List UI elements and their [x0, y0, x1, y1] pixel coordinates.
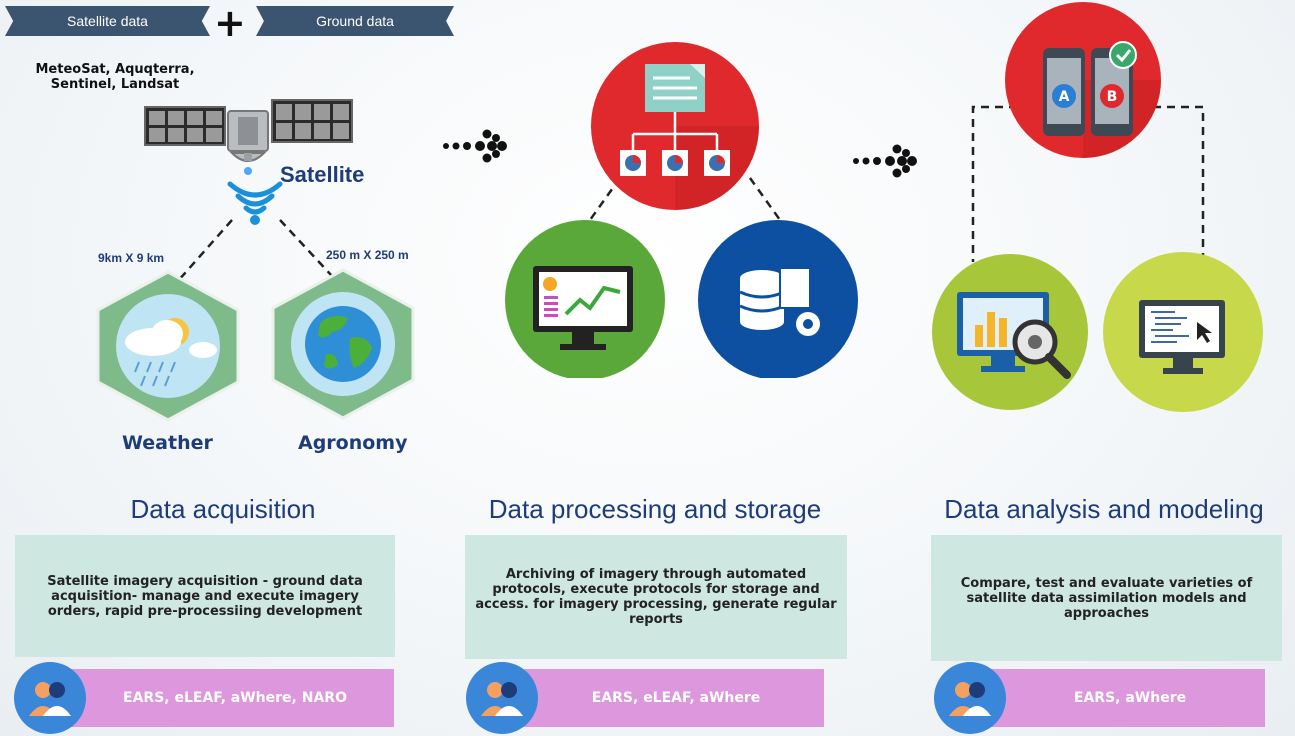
weather-hexagon: [96, 270, 240, 422]
database-gear-icon: [698, 220, 858, 378]
satellite-icon: [144, 99, 353, 175]
acquisition-description-text: Satellite imagery acquisition - ground d…: [47, 573, 363, 619]
option-a-label: A: [1059, 89, 1070, 105]
option-b-label: B: [1107, 89, 1118, 105]
monitor-chart-icon: [505, 220, 665, 378]
ground-data-ribbon: Ground data: [256, 6, 454, 36]
satellite-data-ribbon: Satellite data: [5, 6, 210, 36]
weather-label: Weather: [122, 432, 213, 454]
agronomy-resolution: 250 m X 250 m: [326, 248, 409, 262]
sources-line-2: Sentinel, Landsat: [50, 77, 180, 92]
ab-test-icon: [1005, 2, 1161, 158]
acquisition-partners: EARS, eLEAF, aWhere, NARO: [56, 669, 394, 727]
satellite-sources: MeteoSat, Aquqterra, Sentinel, Landsat: [15, 62, 215, 92]
analysis-description-text: Compare, test and evaluate varieties of …: [960, 575, 1253, 621]
acquisition-title: Data acquisition: [130, 494, 316, 524]
globe-icon: [305, 306, 381, 382]
flow-arrow-2-icon: [853, 144, 917, 178]
sources-line-1: MeteoSat, Aquqterra,: [35, 62, 195, 77]
processing-graphic: [505, 42, 858, 378]
processing-title: Data processing and storage: [488, 494, 822, 524]
flow-arrow-1-icon: [443, 129, 507, 163]
weather-resolution: 9km X 9 km: [98, 251, 165, 265]
code-monitor-icon: [1103, 252, 1263, 412]
ground-data-label: Ground data: [316, 13, 394, 29]
processing-people-icon: [466, 662, 538, 734]
analysis-graphic: A B: [932, 2, 1263, 412]
acquisition-description: Satellite imagery acquisition - ground d…: [15, 535, 395, 657]
processing-partners: EARS, eLEAF, aWhere: [508, 669, 824, 727]
analysis-description: Compare, test and evaluate varieties of …: [931, 535, 1282, 661]
satellite-label: Satellite: [280, 162, 365, 187]
signal-waves-icon: [227, 181, 283, 225]
analysis-partners-text: EARS, aWhere: [1073, 690, 1187, 706]
processing-description-text: Archiving of imagery through automated p…: [475, 567, 837, 627]
plus-sign: +: [214, 1, 246, 45]
processing-partners-text: EARS, eLEAF, aWhere: [591, 690, 761, 706]
agronomy-hexagon: [271, 268, 415, 420]
agronomy-label: Agronomy: [298, 432, 408, 454]
data-hierarchy-icon: [591, 42, 759, 210]
analytics-magnifier-icon: [932, 254, 1088, 410]
analysis-partners: EARS, aWhere: [975, 669, 1265, 727]
analysis-title: Data analysis and modeling: [944, 494, 1264, 524]
processing-description: Archiving of imagery through automated p…: [465, 535, 847, 659]
satellite-data-label: Satellite data: [67, 13, 148, 29]
analysis-people-icon: [934, 662, 1006, 734]
acquisition-partners-text: EARS, eLEAF, aWhere, NARO: [123, 690, 347, 706]
acquisition-people-icon: [14, 662, 86, 734]
weather-icon: [125, 318, 217, 387]
